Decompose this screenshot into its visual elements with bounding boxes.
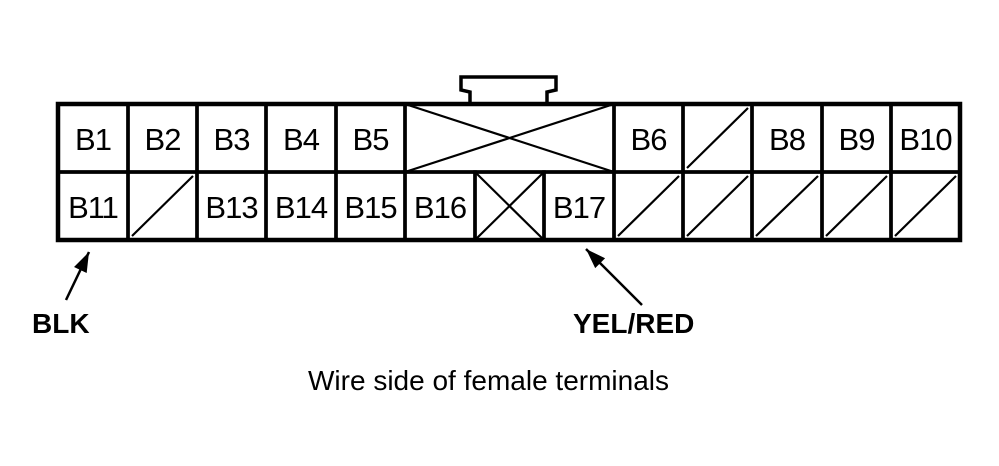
bottom-row-cell-5: B15 xyxy=(334,170,407,242)
bottom-row-cell-13 xyxy=(889,170,962,242)
top-row-cell-11: B10 xyxy=(889,102,962,174)
terminal-label-b9: B9 xyxy=(839,122,875,157)
terminal-label-b14: B14 xyxy=(275,190,328,225)
terminal-label-b8: B8 xyxy=(769,122,805,157)
bottom-row-cell-11 xyxy=(750,170,824,242)
terminal-label-b6: B6 xyxy=(631,122,667,157)
terminal-label-b2: B2 xyxy=(145,122,181,157)
top-row-cell-2: B2 xyxy=(126,102,199,174)
unused-terminal-slash xyxy=(617,175,680,237)
bottom-row-cell-7 xyxy=(473,170,546,242)
bottom-row-cell-10 xyxy=(681,170,754,242)
top-row-cell-5: B5 xyxy=(334,102,407,174)
terminal-label-b16: B16 xyxy=(414,190,466,225)
unused-terminal-slash xyxy=(686,107,749,169)
bottom-row-cell-1: B11 xyxy=(56,170,130,242)
top-row-cell-9: B8 xyxy=(750,102,824,174)
top-row-cell-4: B4 xyxy=(264,102,338,174)
top-row-cell-8 xyxy=(681,102,754,174)
terminal-label-b3: B3 xyxy=(214,122,250,157)
unused-terminal-slash xyxy=(686,175,749,237)
arrow-head xyxy=(74,252,89,274)
terminal-label-b13: B13 xyxy=(205,190,257,225)
bottom-row-cell-9 xyxy=(612,170,685,242)
bottom-row-cell-2 xyxy=(126,170,199,242)
bottom-row-cell-6: B16 xyxy=(403,170,477,242)
terminal-label-b4: B4 xyxy=(283,122,320,157)
terminal-label-b15: B15 xyxy=(344,190,396,225)
top-row-cell-6 xyxy=(403,102,616,174)
cross-line-b xyxy=(474,171,545,241)
terminal-label-b10: B10 xyxy=(899,122,952,157)
callout-arrows xyxy=(64,248,643,306)
diagram-caption: Wire side of female terminals xyxy=(308,365,669,396)
yel-red-wire-label: YEL/RED xyxy=(573,308,694,339)
unused-terminal-slash xyxy=(131,175,194,237)
yel-red-arrow xyxy=(585,248,643,306)
terminal-label-b1: B1 xyxy=(75,122,111,157)
bottom-row-cell-12 xyxy=(820,170,893,242)
top-row-cell-7: B6 xyxy=(612,102,685,174)
unused-terminal-slash xyxy=(825,175,888,237)
bottom-row-cell-4: B14 xyxy=(264,170,338,242)
connector-outline xyxy=(55,101,963,243)
cross-line-b xyxy=(404,102,615,174)
terminal-label-b17: B17 xyxy=(553,190,605,225)
arrow-head xyxy=(586,249,606,269)
blk-wire-label: BLK xyxy=(32,308,90,339)
terminal-label-b5: B5 xyxy=(353,122,389,157)
bottom-row-cell-8: B17 xyxy=(542,170,616,242)
unused-terminal-slash xyxy=(755,175,819,237)
connector-latch xyxy=(459,75,558,104)
top-row-cell-10: B9 xyxy=(820,102,893,174)
unused-terminal-slash xyxy=(894,175,957,237)
top-row-cell-3: B3 xyxy=(195,102,268,174)
top-row-cell-1: B1 xyxy=(56,102,130,174)
blk-arrow xyxy=(64,251,91,301)
terminal-label-b11: B11 xyxy=(68,190,118,225)
bottom-row-cell-3: B13 xyxy=(195,170,268,242)
